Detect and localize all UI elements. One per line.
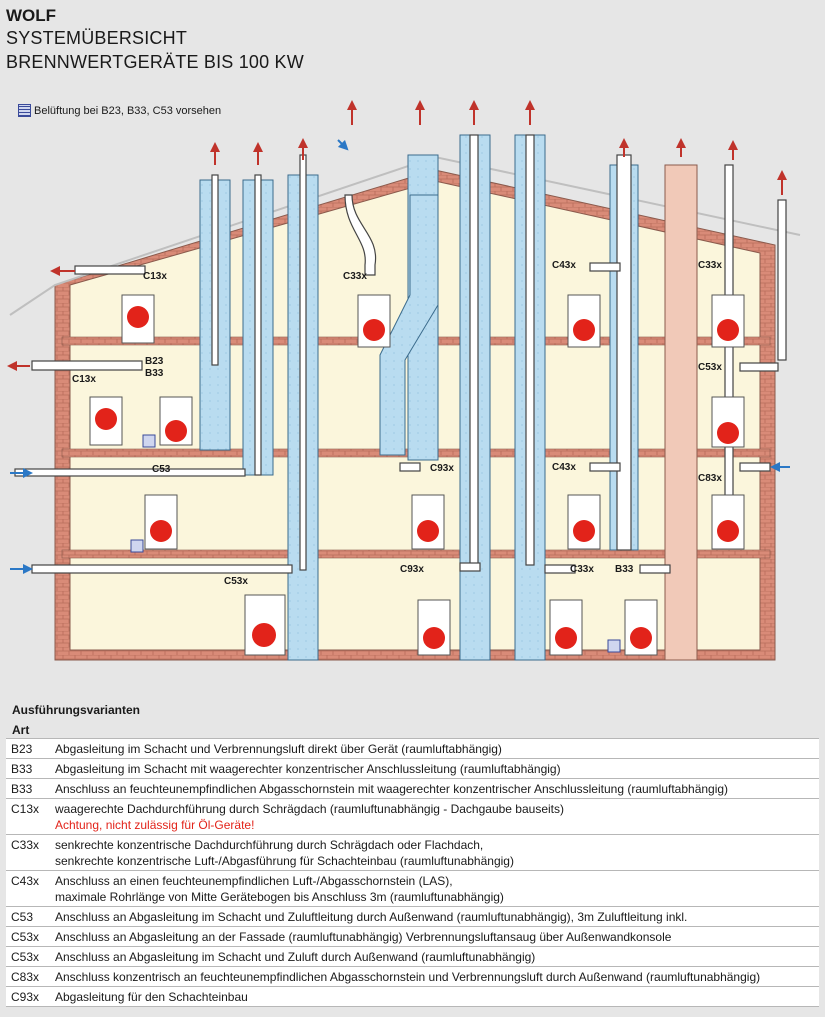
row-code: B23 bbox=[11, 742, 33, 756]
label-c53x: C53x bbox=[224, 576, 248, 587]
label-b23: B23 bbox=[145, 356, 164, 367]
boiler-unit bbox=[159, 396, 193, 446]
ventilation-note: Belüftung bei B23, B33, C53 vorsehen bbox=[18, 104, 221, 117]
row-desc: Anschluss an Abgasleitung an der Fassade… bbox=[55, 930, 672, 944]
label-b33: B33 bbox=[145, 368, 164, 379]
row-code: C53 bbox=[11, 910, 34, 924]
row-code: C83x bbox=[11, 970, 40, 984]
label-b33-right: B33 bbox=[615, 564, 634, 575]
label-c33x-low: C33x bbox=[570, 564, 594, 575]
row-code: C43x bbox=[11, 874, 40, 888]
label-c43x-mid: C43x bbox=[552, 462, 576, 473]
page-header: WOLF SYSTEMÜBERSICHT BRENNWERTGERÄTE BIS… bbox=[6, 6, 304, 74]
row-desc: Anschluss an feuchteunempfindlichen Abga… bbox=[55, 782, 729, 796]
boiler-unit bbox=[144, 494, 178, 550]
boiler-unit bbox=[567, 294, 601, 348]
boiler-unit bbox=[624, 599, 658, 656]
row-desc: Anschluss an Abgasleitung im Schacht und… bbox=[55, 950, 536, 964]
row-code: B33 bbox=[11, 762, 33, 776]
row-warning: Achtung, nicht zulässig für Öl-Geräte! bbox=[55, 818, 255, 832]
boiler-unit bbox=[711, 494, 745, 550]
row-desc: Abgasleitung für den Schachteinbau bbox=[55, 990, 248, 1004]
table-row: C53x Anschluss an Abgasleitung im Schach… bbox=[6, 946, 819, 966]
boiler-unit bbox=[357, 294, 391, 348]
label-c53x-right: C53x bbox=[698, 362, 722, 373]
label-c83x-right: C83x bbox=[698, 473, 722, 484]
table-row: C33x senkrechte konzentrische Dachdurchf… bbox=[6, 834, 819, 870]
row-code: C53x bbox=[11, 930, 40, 944]
label-c13x-wall: C13x bbox=[72, 374, 96, 385]
row-desc: Abgasleitung im Schacht mit waagerechter… bbox=[55, 762, 561, 776]
row-desc: senkrechte konzentrische Dachdurchführun… bbox=[55, 838, 484, 852]
row-desc-group: Anschluss an einen feuchteunempfindliche… bbox=[55, 873, 819, 905]
boiler-unit bbox=[567, 494, 601, 550]
label-c33x-right: C33x bbox=[698, 260, 722, 271]
table-row: C93x Abgasleitung für den Schachteinbau bbox=[6, 986, 819, 1007]
brand-title: WOLF bbox=[6, 6, 57, 25]
vent-grid-icon bbox=[607, 639, 621, 653]
row-code: C93x bbox=[11, 990, 40, 1004]
table-row: B33 Anschluss an feuchteunempfindlichen … bbox=[6, 778, 819, 798]
label-c43x-top: C43x bbox=[552, 260, 576, 271]
ventilation-grid-icon bbox=[18, 104, 31, 117]
row-desc: Abgasleitung im Schacht und Verbrennungs… bbox=[55, 742, 502, 756]
row-desc-group: senkrechte konzentrische Dachdurchführun… bbox=[55, 837, 819, 869]
row-desc-group: waagerechte Dachdurchführung durch Schrä… bbox=[55, 801, 819, 833]
row-code: C13x bbox=[11, 802, 40, 816]
table-row: C83x Anschluss konzentrisch an feuchteun… bbox=[6, 966, 819, 986]
boiler-unit bbox=[411, 494, 445, 550]
label-c13x-roof: C13x bbox=[143, 271, 167, 282]
header-line-1: SYSTEMÜBERSICHT bbox=[6, 28, 188, 48]
table-row: C53 Anschluss an Abgasleitung im Schacht… bbox=[6, 906, 819, 926]
boiler-unit bbox=[244, 594, 286, 656]
boilers bbox=[89, 294, 745, 656]
section-title: Ausführungsvarianten bbox=[12, 703, 141, 717]
row-code: C33x bbox=[11, 838, 40, 852]
table-row: B33 Abgasleitung im Schacht mit waagerec… bbox=[6, 758, 819, 778]
table-row: C43x Anschluss an einen feuchteunempfind… bbox=[6, 870, 819, 906]
flue-pipes bbox=[14, 134, 787, 574]
row-code: B33 bbox=[11, 782, 33, 796]
boiler-unit bbox=[549, 599, 583, 656]
roof-outlets bbox=[7, 100, 790, 574]
boiler-unit bbox=[711, 294, 745, 348]
boiler-unit bbox=[711, 396, 745, 448]
header-line-2: BRENNWERTGERÄTE BIS 100 KW bbox=[6, 52, 304, 72]
boiler-unit bbox=[89, 396, 123, 446]
table-row: B23 Abgasleitung im Schacht und Verbrenn… bbox=[6, 738, 819, 758]
table-row: C53x Anschluss an Abgasleitung an der Fa… bbox=[6, 926, 819, 946]
row-code: C53x bbox=[11, 950, 40, 964]
column-header: Art bbox=[12, 723, 30, 737]
row-desc: waagerechte Dachdurchführung durch Schrä… bbox=[55, 802, 564, 816]
label-c93x-mid: C93x bbox=[430, 463, 454, 474]
ventilation-note-text: Belüftung bei B23, B33, C53 vorsehen bbox=[34, 104, 222, 117]
row-desc: Anschluss an Abgasleitung im Schacht und… bbox=[55, 910, 688, 924]
label-c93x-low: C93x bbox=[400, 564, 424, 575]
vent-grid-icon bbox=[142, 434, 156, 448]
label-c53: C53 bbox=[152, 464, 171, 475]
row-desc: Anschluss konzentrisch an feuchteunempfi… bbox=[55, 970, 761, 984]
boiler-unit bbox=[121, 294, 155, 344]
system-diagram: C13x C13x B23 B33 C53 C53x C33x C93x C93… bbox=[7, 100, 801, 661]
diagram-labels: C13x C13x B23 B33 C53 C53x C33x C93x C93… bbox=[72, 260, 722, 587]
table-row: C13x waagerechte Dachdurchführung durch … bbox=[6, 798, 819, 834]
label-c33x-left: C33x bbox=[343, 271, 367, 282]
variants-table: B23 Abgasleitung im Schacht und Verbrenn… bbox=[6, 738, 819, 1007]
boiler-unit bbox=[417, 599, 451, 656]
vent-grid-icon bbox=[130, 539, 144, 553]
row-desc-line2: maximale Rohrlänge von Mitte Gerätebogen… bbox=[55, 890, 504, 904]
row-desc-line2: senkrechte konzentrische Luft-/Abgasführ… bbox=[55, 854, 514, 868]
row-desc: Anschluss an einen feuchteunempfindliche… bbox=[55, 874, 453, 888]
vent-grids bbox=[130, 434, 621, 653]
